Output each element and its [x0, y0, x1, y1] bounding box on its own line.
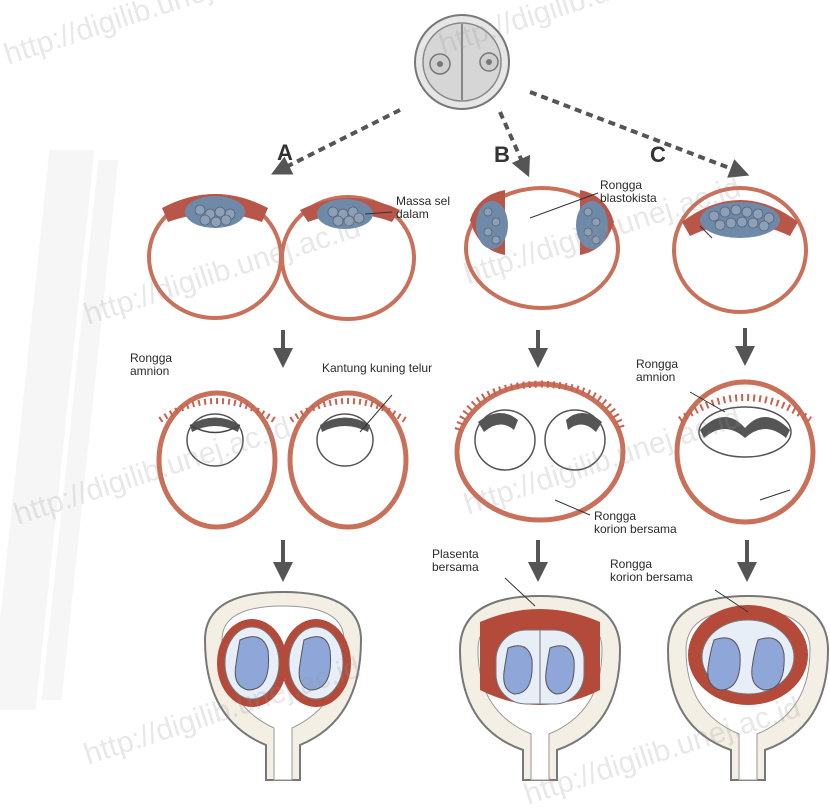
path-c-label: C [650, 142, 666, 168]
label-massa-sel-dalam: Massa sel dalam [396, 195, 450, 221]
path-a-label: A [277, 140, 293, 166]
embryo-icon [299, 637, 330, 690]
chorion-sac-icon [457, 384, 623, 520]
blastocyst-icon [149, 194, 281, 318]
down-arrows [283, 328, 745, 358]
label-rongga-korion-bersama-mid: Rongga korion bersama [594, 510, 677, 536]
chorion-sac-icon [159, 393, 275, 527]
embryo-icon [546, 646, 574, 694]
label-plasenta-bersama: Plasenta bersama [432, 548, 479, 574]
label-rongga-blastokista: Rongga blastokista [600, 179, 657, 205]
two-cell-zygote-icon [415, 15, 509, 109]
label-kantung-kuning-telur: Kantung kuning telur [322, 362, 432, 375]
chorion-sac-icon [677, 382, 813, 522]
embryo-icon [752, 638, 784, 690]
uterus-icon [668, 590, 828, 780]
split-arrows [280, 92, 740, 172]
blastocyst-icon [282, 197, 414, 319]
label-rongga-amnion-right: Rongga amnion [636, 358, 678, 384]
label-rongga-amnion-left: Rongga amnion [130, 352, 172, 378]
blastocyst-icon [466, 188, 618, 308]
label-rongga-korion-bersama-right: Rongga korion bersama [610, 558, 693, 584]
embryo-icon [235, 637, 268, 690]
uterus-icon [460, 578, 620, 780]
path-b-label: B [494, 142, 510, 168]
chorion-sac-icon [290, 393, 406, 527]
blastocyst-icon [674, 188, 806, 312]
embryo-icon [708, 638, 740, 690]
uterus-icon [205, 592, 361, 780]
embryo-icon [504, 646, 532, 694]
